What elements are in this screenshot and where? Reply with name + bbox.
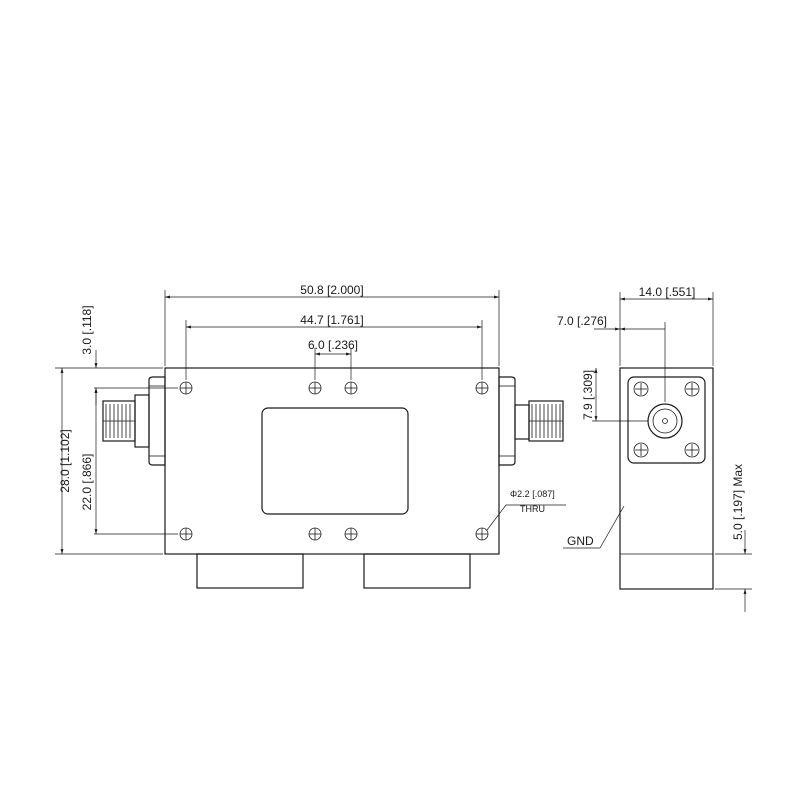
connector-flange <box>627 376 706 464</box>
bottom-tab-right <box>363 553 471 589</box>
label-window <box>261 407 409 515</box>
mounting-hole <box>344 381 358 395</box>
flange-screw <box>684 381 700 397</box>
dim-overall-height: 28.0 [1.102] <box>55 367 163 555</box>
dim-hole-edge-offset: 3.0 [.118] <box>80 305 178 405</box>
dim-label: 7.0 [.276] <box>557 314 607 328</box>
housing-body <box>164 367 500 555</box>
dim-label: 50.8 [2.000] <box>300 283 363 297</box>
dim-label: 6.0 [.236] <box>308 338 358 352</box>
mounting-hole <box>179 381 193 395</box>
center-pin <box>662 418 668 424</box>
dim-label: 44.7 [1.761] <box>300 313 363 327</box>
mounting-hole <box>344 527 358 541</box>
gnd-label: GND <box>567 534 594 548</box>
dim-label: 22.0 [.866] <box>80 454 94 511</box>
dim-label: 28.0 [1.102] <box>58 429 72 492</box>
hole-note-label: THRU <box>520 504 545 514</box>
flange-screw <box>633 381 649 397</box>
hole-callout: Φ2.2 [.087] THRU <box>486 489 566 531</box>
flange-screw <box>633 442 649 458</box>
hole-diameter-label: Φ2.2 [.087] <box>510 489 555 499</box>
flange-screw <box>684 442 700 458</box>
dim-hole-spacing-x: 44.7 [1.761] <box>185 313 483 380</box>
dim-label: 5.0 [.197] Max <box>731 464 745 540</box>
dim-side-width: 14.0 [.551] <box>619 285 714 366</box>
dim-center-hole-spacing: 6.0 [.236] <box>308 338 358 380</box>
side-view: 14.0 [.551] 7.0 [.276] 7.9 [.309] 5.0 [.… <box>557 285 752 612</box>
mounting-hole <box>475 527 489 541</box>
mounting-hole <box>179 527 193 541</box>
dim-hole-spacing-y: 22.0 [.866] <box>80 388 178 535</box>
sma-connector-right <box>498 376 564 466</box>
side-body <box>619 367 714 590</box>
mounting-hole <box>308 381 322 395</box>
bottom-tab-left <box>196 553 304 589</box>
mounting-hole <box>475 381 489 395</box>
dim-label: 14.0 [.551] <box>639 285 696 299</box>
dim-connector-center-y: 7.9 [.309] <box>581 368 648 422</box>
gnd-callout: GND <box>563 505 625 549</box>
dim-overall-length: 50.8 [2.000] <box>164 283 500 366</box>
sma-connector-left <box>102 376 166 466</box>
dim-connector-center-x: 7.0 [.276] <box>557 314 666 402</box>
dim-label: 3.0 [.118] <box>80 305 94 354</box>
front-view: 50.8 [2.000] 44.7 [1.761] 6.0 [.236] 3.0… <box>55 283 566 589</box>
dim-label: 7.9 [.309] <box>581 370 595 420</box>
mounting-hole <box>308 527 322 541</box>
dim-flange-height: 5.0 [.197] Max <box>715 464 752 612</box>
